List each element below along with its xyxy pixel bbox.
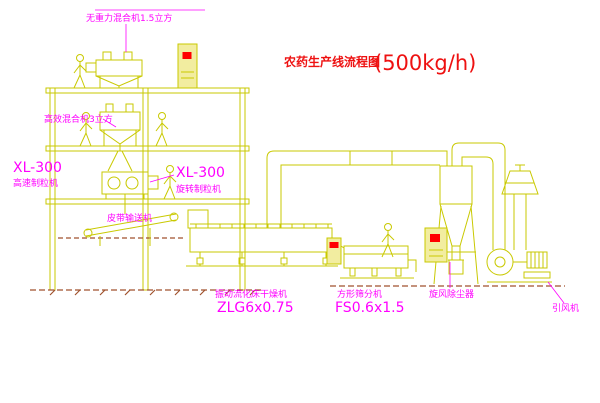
label-fan: 引风机 xyxy=(552,302,579,314)
label-top-mixer: 无重力混合机1.5立方 xyxy=(86,12,172,24)
label-dryer-model: ZLG6x0.75 xyxy=(217,300,294,316)
fluid-bed-dryer xyxy=(186,209,345,267)
outlet-duct xyxy=(451,142,506,250)
belt-conveyor xyxy=(83,212,179,246)
second-floor-mixer xyxy=(99,103,141,151)
induced-draft-fan xyxy=(486,248,552,283)
worker-figure-sieve xyxy=(381,223,395,258)
square-sieve xyxy=(340,245,417,279)
worker-figure-roof xyxy=(73,54,87,89)
worker-figure-floor2-right xyxy=(155,112,169,147)
label-second-mixer: 高效混合机3立方 xyxy=(44,113,113,125)
label-granulator-mid-model: XL-300 xyxy=(176,165,225,181)
label-granulator-left-model: XL-300 xyxy=(13,160,62,176)
control-cabinet-sieve xyxy=(326,237,342,265)
label-sieve-name: 方形筛分机 xyxy=(337,288,382,300)
ground-lines xyxy=(30,237,565,296)
label-cyclone: 旋风除尘器 xyxy=(429,288,474,300)
control-cabinet-cyclone xyxy=(424,227,448,263)
diagram-capacity: (500kg/h) xyxy=(374,51,476,75)
y-chute xyxy=(107,150,133,172)
granulator-xl300 xyxy=(101,171,159,214)
diagram-title: 农药生产线流程图 xyxy=(283,54,380,69)
label-leader-lines xyxy=(95,9,565,304)
cyclone xyxy=(433,165,479,285)
labels-layer: 无重力混合机1.5立方 农药生产线流程图 (500kg/h) 高效混合机3立方 … xyxy=(13,12,579,316)
main-duct xyxy=(266,150,448,228)
exhaust-stack xyxy=(501,164,539,250)
label-granulator-mid-name: 旋转制粒机 xyxy=(176,183,221,195)
label-belt-conveyor: 皮带输送机 xyxy=(107,212,152,224)
top-mixer xyxy=(85,51,143,88)
label-sieve-model: FS0.6x1.5 xyxy=(335,300,405,316)
label-dryer-name: 振动流化床干燥机 xyxy=(215,288,287,300)
worker-figure-floor3 xyxy=(163,165,177,200)
label-granulator-left-name: 高速制粒机 xyxy=(13,177,58,189)
control-cabinet-roof xyxy=(177,43,198,89)
